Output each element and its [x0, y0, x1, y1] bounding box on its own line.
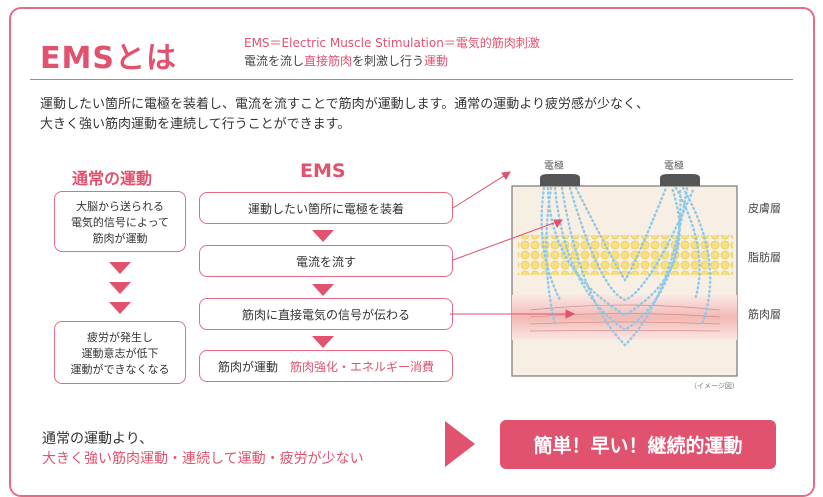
ems-step-apply-current: 電流を流す: [199, 245, 453, 277]
down-arrow-icon: [312, 230, 334, 242]
intro-line-2: 大きく強い筋肉運動を連続して行うことができます。: [40, 117, 351, 132]
current-flow: [540, 186, 712, 347]
electrode-left-label: 電極: [544, 161, 564, 172]
summary-line-1: 通常の運動より、: [42, 431, 154, 447]
header-divider: [30, 79, 793, 80]
skin-layer-label: 皮膚層: [748, 202, 781, 215]
subdef-part-2: 直接筋肉: [304, 54, 353, 68]
intro-text: 運動したい箇所に電極を装着し、電流を流すことで筋肉が運動します。通常の運動より疲…: [40, 95, 770, 135]
page-title: EMSとは: [40, 41, 177, 76]
ems-step4-label: 筋肉が運動: [217, 359, 278, 374]
normal-box2-line: 疲労が発生し: [87, 330, 153, 344]
muscle-layer-label: 筋肉層: [748, 308, 781, 321]
down-arrow-icon: [109, 262, 131, 274]
ems-step-attach-electrode: 運動したい箇所に電極を装着: [199, 192, 453, 224]
down-arrow-icon: [312, 336, 334, 348]
fat-layer-label: 脂肪層: [748, 251, 781, 264]
down-arrow-icon: [312, 284, 334, 296]
normal-box-fatigue: 疲労が発生し 運動意志が低下 運動ができなくなる: [54, 321, 186, 384]
electrode-left-icon: [540, 174, 580, 186]
normal-box1-line: 電気的信号によって: [70, 215, 170, 229]
ems-heading: EMS: [300, 160, 346, 182]
down-arrow-icon: [109, 302, 131, 314]
ems-subdefinition: 電流を流し直接筋肉を刺激し行う運動: [244, 52, 448, 69]
summary-line-2: 大きく強い筋肉運動・連続して運動・疲労が少ない: [42, 451, 364, 467]
pointer-lines: [450, 171, 576, 319]
subdef-part-1: 電流を流し: [244, 54, 305, 68]
electrode-right-icon: [660, 174, 700, 186]
ems-step4-result: 筋肉強化・エネルギー消費: [290, 359, 435, 374]
image-note: （イメージ図）: [690, 382, 739, 390]
normal-box-brain-signal: 大脳から送られる 電気的信号によって 筋肉が運動: [54, 191, 186, 252]
ems-definition: EMS＝Electric Muscle Stimulation＝電気的筋肉刺激: [244, 36, 540, 50]
ems-step-muscle-moves: 筋肉が運動 筋肉強化・エネルギー消費: [199, 350, 453, 382]
normal-box1-line: 大脳から送られる: [76, 199, 164, 213]
right-arrow-icon: [445, 421, 475, 467]
ems-step-signal-to-muscle: 筋肉に直接電気の信号が伝わる: [199, 298, 453, 330]
subdef-part-4: 運動: [424, 54, 449, 68]
normal-box1-line: 筋肉が運動: [92, 231, 148, 245]
normal-box2-line: 運動ができなくなる: [70, 362, 170, 376]
ems-illustration: [450, 171, 738, 377]
electrode-right-label: 電極: [664, 161, 684, 172]
normal-exercise-heading: 通常の運動: [72, 169, 153, 188]
normal-box2-line: 運動意志が低下: [81, 346, 159, 360]
intro-line-1: 運動したい箇所に電極を装着し、電流を流すことで筋肉が運動します。通常の運動より疲…: [40, 97, 650, 112]
muscle-layer: [512, 295, 737, 340]
result-badge: 簡単！早い！継続的運動: [500, 420, 776, 469]
subdef-part-3: を刺激し行う: [352, 54, 425, 68]
down-arrow-icon: [109, 282, 131, 294]
